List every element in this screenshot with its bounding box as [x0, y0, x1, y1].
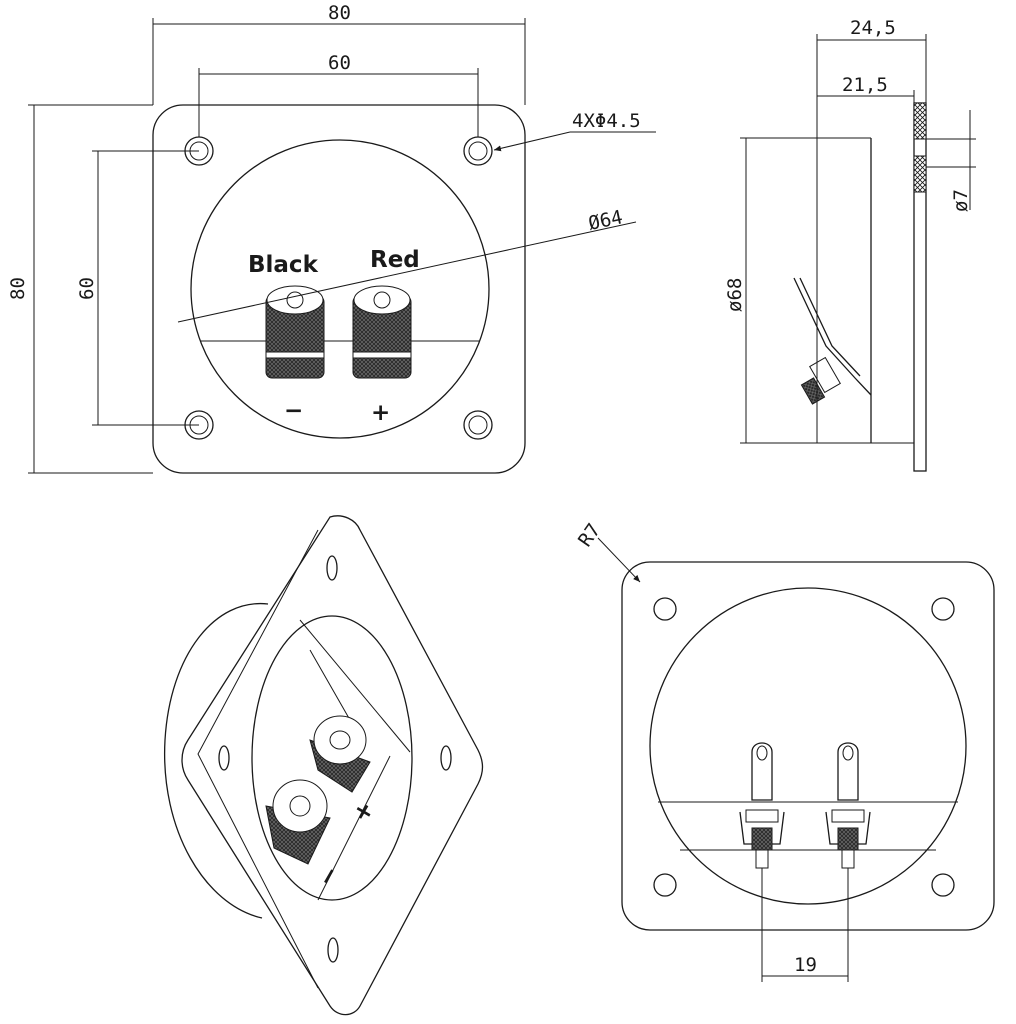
dim-depth-to-flange: 21,5 — [817, 74, 915, 103]
callout-4x-hole: 4XΦ4.5 — [493, 110, 656, 152]
dim-height-80: 80 — [7, 104, 153, 474]
terminal-label-black: Black — [248, 252, 319, 278]
iso-cup-opening — [251, 615, 413, 901]
iso-mounting-holes — [218, 555, 452, 963]
black-terminal — [265, 285, 325, 379]
side-flange-hatch-top — [913, 102, 927, 140]
side-view: 24,5 21,5 ø68 ø7 — [724, 17, 976, 472]
iso-cup-back — [163, 602, 269, 919]
svg-text:80: 80 — [328, 2, 351, 24]
front-mounting-holes — [184, 136, 493, 440]
polarity-negative-symbol: − — [284, 398, 303, 424]
dim-terminal-spacing: 19 — [761, 868, 849, 982]
svg-text:80: 80 — [7, 277, 29, 300]
side-terminal-profile — [793, 277, 872, 405]
callout-corner-radius: R7 — [574, 519, 641, 583]
rear-solder-tab-right — [825, 742, 871, 869]
isometric-view: + − — [163, 515, 484, 1016]
front-plate-outline — [152, 104, 526, 474]
svg-text:ø7: ø7 — [950, 189, 972, 212]
iso-polarity-negative: − — [313, 861, 345, 891]
rear-view: R7 19 — [574, 519, 995, 982]
svg-text:4XΦ4.5: 4XΦ4.5 — [572, 110, 641, 132]
svg-text:60: 60 — [328, 52, 351, 74]
svg-text:ø68: ø68 — [724, 278, 746, 312]
front-view: Black Red − + 80 60 80 6 — [7, 2, 656, 474]
polarity-positive-symbol: + — [371, 400, 390, 426]
svg-text:60: 60 — [76, 277, 98, 300]
iso-terminal-rear — [309, 715, 371, 793]
rear-plate-outline — [621, 561, 995, 931]
rear-cup-circle — [649, 587, 967, 905]
dim-width-80: 80 — [152, 2, 526, 105]
dim-body-diameter: ø68 — [724, 137, 871, 444]
front-cup-circle — [190, 139, 490, 439]
iso-plate-outline — [181, 515, 484, 1016]
dim-hole-spacing-60-vertical: 60 — [76, 150, 199, 426]
svg-text:Ø64: Ø64 — [586, 206, 624, 235]
dim-hole-spacing-60-horizontal: 60 — [198, 52, 479, 137]
iso-terminal-front — [265, 779, 331, 865]
svg-text:21,5: 21,5 — [842, 74, 888, 96]
svg-text:24,5: 24,5 — [850, 17, 896, 39]
svg-text:19: 19 — [794, 954, 817, 976]
dim-flange-hole: ø7 — [926, 110, 976, 212]
iso-polarity-positive: + — [348, 797, 380, 827]
rear-solder-tab-left — [739, 742, 785, 869]
terminal-label-red: Red — [370, 247, 420, 273]
red-terminal — [352, 285, 412, 379]
rear-mounting-holes — [653, 597, 955, 897]
dim-overall-depth: 24,5 — [816, 17, 927, 443]
svg-text:R7: R7 — [574, 519, 605, 550]
side-flange-hatch-bottom — [913, 155, 927, 193]
